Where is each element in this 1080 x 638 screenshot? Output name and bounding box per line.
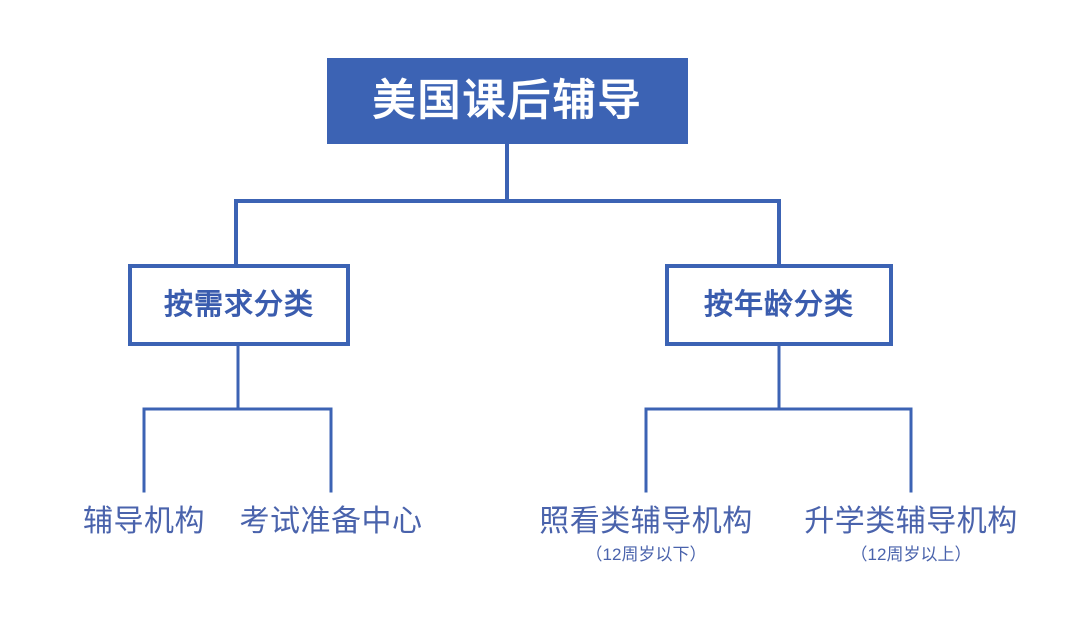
leaf-node-tutoring-agency[interactable]: 辅导机构: [83, 505, 205, 540]
leaf-node-test-prep-center-title: 考试准备中心: [239, 505, 423, 538]
leaf-node-childcare-tutoring[interactable]: 照看类辅导机构 （12周岁以下）: [539, 505, 753, 566]
branch-node-by-age-label: 按年龄分类: [703, 288, 854, 321]
leaf-node-childcare-tutoring-subtitle: （12周岁以下）: [585, 544, 707, 564]
leaf-node-tutoring-agency-title: 辅导机构: [83, 505, 205, 538]
leaf-node-test-prep-center[interactable]: 考试准备中心: [240, 505, 423, 540]
leaf-node-academic-advancement-tutoring-subtitle: （12周岁以上）: [850, 544, 972, 564]
leaf-node-academic-advancement-tutoring-title: 升学类辅导机构: [804, 505, 1018, 538]
branch-node-by-demand[interactable]: 按需求分类: [128, 264, 350, 346]
root-node-label: 美国课后辅导: [372, 76, 643, 125]
branch-node-by-age[interactable]: 按年龄分类: [665, 264, 893, 346]
leaf-node-childcare-tutoring-title: 照看类辅导机构: [539, 505, 753, 538]
root-node[interactable]: 美国课后辅导: [327, 58, 688, 144]
branch-node-by-demand-label: 按需求分类: [163, 288, 314, 321]
leaf-node-academic-advancement-tutoring[interactable]: 升学类辅导机构 （12周岁以上）: [804, 505, 1018, 566]
